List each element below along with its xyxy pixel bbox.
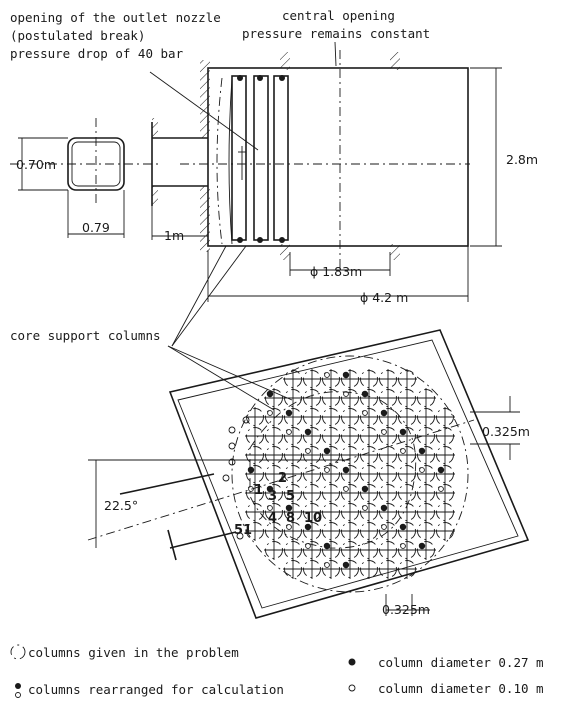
- small-column: [400, 543, 406, 549]
- small-column: [324, 372, 330, 378]
- large-column: [418, 542, 426, 550]
- large-column: [380, 409, 388, 417]
- large-column: [304, 428, 312, 436]
- small-column: [228, 442, 236, 450]
- large-column: [342, 371, 350, 379]
- rearranged-column-icon: [15, 683, 21, 689]
- large-column: [342, 466, 350, 474]
- small-column: [228, 458, 236, 466]
- legend-rearranged: columns rearranged for calculation: [28, 682, 284, 697]
- vessel-height-dim: 2.8m: [506, 152, 538, 167]
- small-column: [343, 486, 349, 492]
- outlet-label-line1: opening of the outlet nozzle: [10, 10, 221, 25]
- nozzle-length-dim: 1m: [164, 228, 184, 243]
- large-column: [304, 523, 312, 531]
- column-number: 3: [268, 489, 277, 504]
- large-column: [361, 485, 369, 493]
- large-column: [247, 466, 255, 474]
- small-column: [248, 486, 254, 492]
- legend-given: columns given in the problem: [28, 645, 239, 660]
- large-column-icon: [348, 658, 356, 666]
- large-column: [399, 428, 407, 436]
- small-column: [381, 429, 387, 435]
- outlet-nozzle-pipe: [151, 118, 209, 240]
- small-column: [267, 505, 273, 511]
- small-column: [362, 505, 368, 511]
- pressure-vessel: [180, 50, 470, 270]
- small-column: [286, 429, 292, 435]
- outlet-label-line2: (postulated break): [10, 28, 145, 43]
- plan-view: [87, 329, 530, 619]
- rearranged-column-icon-small: [15, 692, 21, 698]
- small-column: [222, 474, 230, 482]
- column-number: 10: [304, 511, 322, 526]
- nozzle-width-dim: 0.79: [82, 220, 110, 235]
- given-column-icon: [10, 644, 26, 660]
- column-number: 4: [268, 511, 277, 526]
- large-column: [399, 523, 407, 531]
- vessel-dimension-lines: [207, 67, 502, 302]
- pitch-bottom-dim: 0.325m: [382, 602, 430, 617]
- large-column: [437, 466, 445, 474]
- small-column: [381, 524, 387, 530]
- large-column: [285, 504, 293, 512]
- vessel-diameter-dim: ϕ 4.2 m: [360, 290, 408, 305]
- small-column: [236, 532, 244, 540]
- nozzle-cross-section: [10, 118, 160, 238]
- legend-large: column diameter 0.27 m: [378, 655, 544, 670]
- small-column: [419, 467, 425, 473]
- central-label-line1: central opening: [282, 8, 395, 23]
- large-column: [323, 447, 331, 455]
- legend: columns given in the problem columns rea…: [10, 644, 544, 698]
- pitch-top-dim: 0.325m: [482, 424, 530, 439]
- column-number: 51: [234, 523, 252, 538]
- outlet-label-line3: pressure drop of 40 bar: [10, 46, 184, 61]
- large-column: [342, 561, 350, 569]
- large-column: [266, 485, 274, 493]
- column-number: 8: [286, 511, 295, 526]
- large-column: [285, 409, 293, 417]
- small-column: [305, 448, 311, 454]
- small-column: [228, 426, 236, 434]
- side-view: [10, 41, 502, 347]
- small-column: [286, 524, 292, 530]
- small-column: [400, 448, 406, 454]
- nozzle-height-dim: 0.70m: [16, 157, 56, 172]
- small-column: [242, 416, 250, 424]
- small-column: [324, 562, 330, 568]
- core-support-label: core support columns: [10, 328, 161, 343]
- large-column: [266, 390, 274, 398]
- column-number: 1: [254, 483, 263, 498]
- column-number: 2: [278, 471, 287, 486]
- central-diameter-dim: ϕ 1.83m: [310, 264, 362, 279]
- small-column: [267, 410, 273, 416]
- column-number: 5: [286, 489, 295, 504]
- legend-small: column diameter 0.10 m: [378, 681, 544, 696]
- small-column-icon: [348, 684, 356, 692]
- small-column: [438, 486, 444, 492]
- column-grid: [222, 369, 455, 579]
- large-column: [380, 504, 388, 512]
- small-column: [324, 467, 330, 473]
- small-column: [362, 410, 368, 416]
- angle-dim: 22.5°: [104, 498, 138, 513]
- large-column: [418, 447, 426, 455]
- central-label-line2: pressure remains constant: [242, 26, 430, 41]
